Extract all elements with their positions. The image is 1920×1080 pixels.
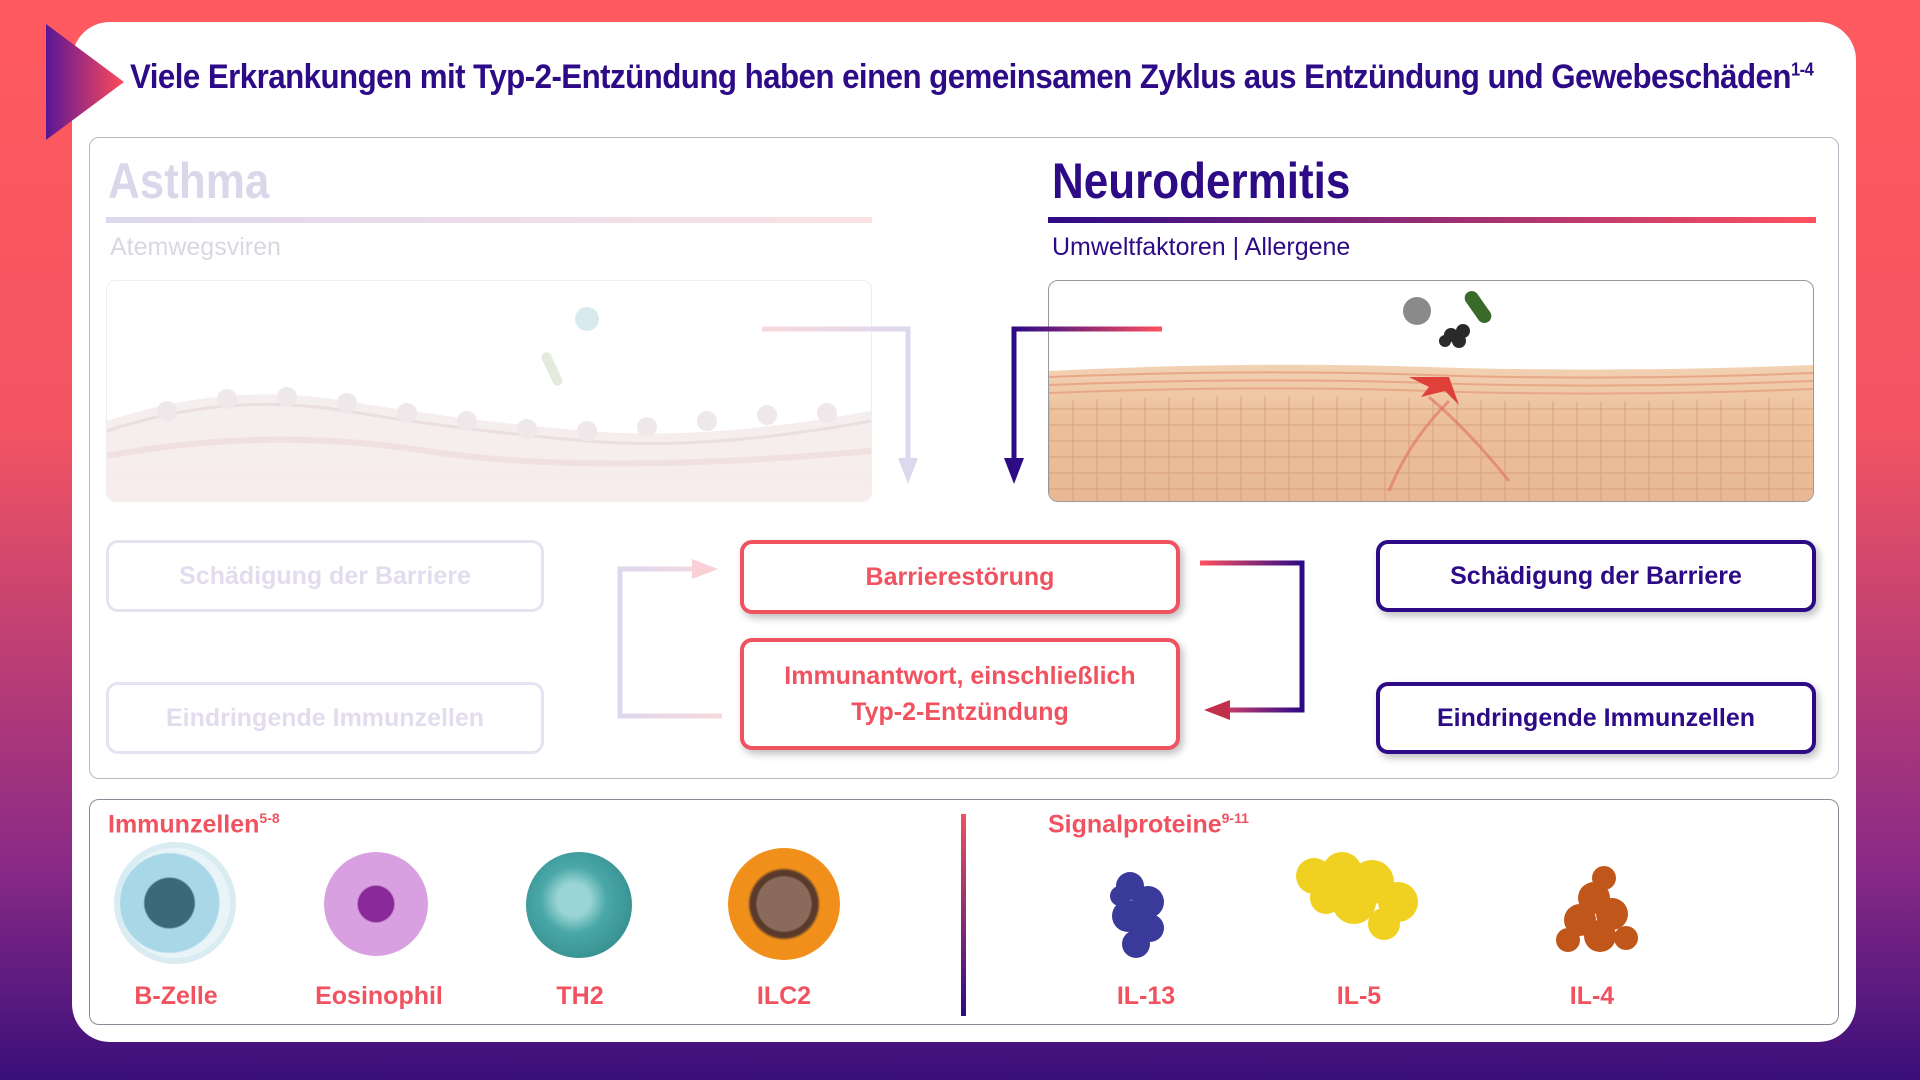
neurodermitis-title: Neurodermitis <box>1052 153 1351 209</box>
neurodermitis-subtitle: Umweltfaktoren | Allergene <box>1052 233 1351 261</box>
b-cell-icon <box>120 848 230 958</box>
il4-protein-icon <box>1556 866 1638 952</box>
asthma-barrier-box: Schädigung der Barriere <box>106 540 544 612</box>
neurodermitis-rule <box>1048 217 1816 223</box>
asthma-immune-box: Eindringende Immunzellen <box>106 682 544 754</box>
ilc2-cell-icon <box>728 848 840 960</box>
signal-proteins-heading: Signalproteine9-11 <box>1048 810 1249 839</box>
eosinophil-icon <box>324 852 428 956</box>
neuro-barrier-box: Schädigung der Barriere <box>1376 540 1816 612</box>
asthma-rule <box>106 217 872 223</box>
immune-cells-heading: Immunzellen5-8 <box>108 810 280 839</box>
b-cell-label: B-Zelle <box>134 982 218 1010</box>
asthma-title: Asthma <box>108 153 270 209</box>
neuro-immune-box: Eindringende Immunzellen <box>1376 682 1816 754</box>
il5-protein-icon <box>1296 852 1418 940</box>
th2-cell-icon <box>526 852 632 958</box>
immune-response-line2: Typ-2-Entzündung <box>851 698 1069 726</box>
immune-response-box: Immunantwort, einschließlich Typ-2-Entzü… <box>740 638 1180 750</box>
ilc2-label: ILC2 <box>756 982 812 1010</box>
skin-illustration <box>1048 280 1814 502</box>
il13-protein-icon <box>1110 872 1164 958</box>
il4-label: IL-4 <box>1569 982 1615 1010</box>
barrier-disruption-box: Barrierestörung <box>740 540 1180 614</box>
th2-label: TH2 <box>556 982 604 1010</box>
slide-title: Viele Erkrankungen mit Typ-2-Entzündung … <box>130 58 1814 96</box>
airway-illustration <box>106 280 872 502</box>
immune-response-line1: Immunantwort, einschließlich <box>784 662 1136 690</box>
asthma-subtitle: Atemwegsviren <box>110 233 281 261</box>
eosinophil-label: Eosinophil <box>315 982 443 1010</box>
il5-label: IL-5 <box>1336 982 1382 1010</box>
legend-divider <box>961 814 966 1016</box>
il13-label: IL-13 <box>1116 982 1176 1010</box>
